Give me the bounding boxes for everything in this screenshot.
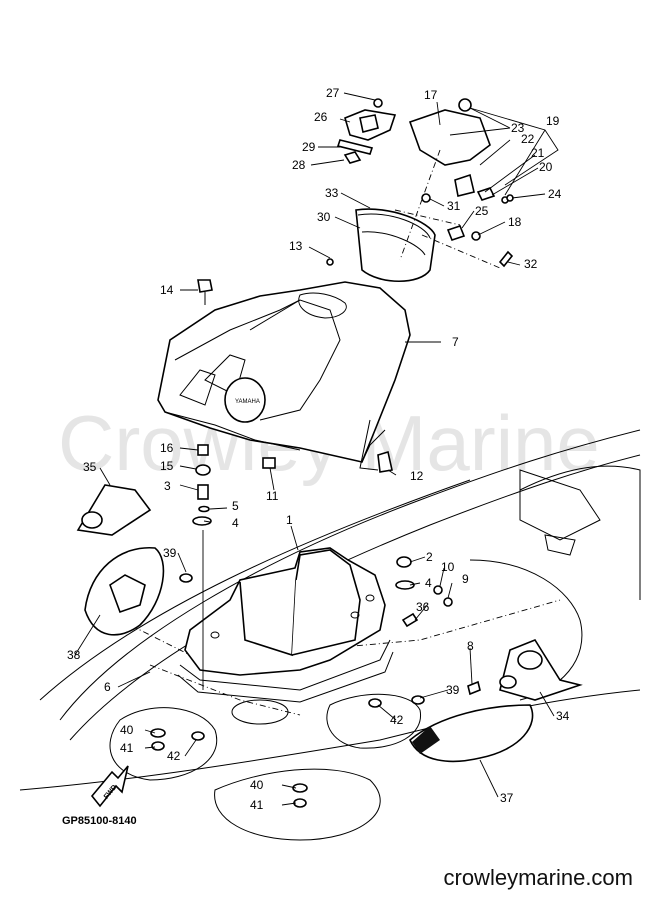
drawing-code: GP85100-8140 (62, 815, 137, 827)
callout-30: 30 (317, 210, 331, 224)
callout-33: 33 (325, 186, 339, 200)
callout-24: 24 (548, 187, 562, 201)
callout-17: 17 (424, 88, 438, 102)
callout-7: 7 (452, 335, 459, 349)
callout-3: 3 (164, 479, 171, 493)
callout-25: 25 (475, 204, 489, 218)
callout-2: 2 (426, 550, 433, 564)
callout-42b: 42 (390, 713, 404, 727)
callout-19: 19 (546, 114, 560, 128)
callout-40a: 40 (120, 723, 134, 737)
leader-lines (74, 92, 559, 806)
hull-deck (19, 429, 641, 841)
callout-12: 12 (410, 469, 424, 483)
callout-22: 22 (521, 132, 535, 146)
callout-35: 35 (83, 460, 97, 474)
callout-14: 14 (160, 283, 174, 297)
top-cap-assembly (326, 98, 514, 283)
part-1-cover (177, 547, 394, 703)
callout-10: 10 (441, 560, 455, 574)
callout-34: 34 (556, 709, 570, 723)
callout-20: 20 (539, 160, 553, 174)
callout-42a: 42 (167, 749, 181, 763)
callout-5: 5 (232, 499, 239, 513)
callout-13: 13 (289, 239, 303, 253)
callout-39a: 39 (163, 546, 177, 560)
callout-37: 37 (500, 791, 514, 805)
callout-31: 31 (447, 199, 461, 213)
callout-11: 11 (266, 489, 279, 503)
callout-36: 36 (416, 600, 430, 614)
callout-26: 26 (314, 110, 328, 124)
callout-4b: 4 (425, 576, 432, 590)
callout-1: 1 (286, 513, 293, 527)
yamaha-logo: YAMAHA (235, 399, 260, 405)
callout-41a: 41 (120, 741, 134, 755)
callout-28: 28 (292, 158, 306, 172)
callout-40b: 40 (250, 778, 264, 792)
callout-18: 18 (508, 215, 522, 229)
callout-29: 29 (302, 140, 316, 154)
callout-21: 21 (531, 146, 545, 160)
fwd-arrow: FWD (90, 765, 129, 808)
callout-32: 32 (524, 257, 538, 271)
part-7-hatch: YAMAHA (157, 281, 411, 471)
callout-6: 6 (104, 680, 111, 694)
callout-38: 38 (67, 648, 81, 662)
callout-23: 23 (511, 121, 525, 135)
footer-url[interactable]: crowleymarine.com (443, 865, 634, 890)
callout-27: 27 (326, 86, 340, 100)
callout-16: 16 (160, 441, 174, 455)
side-vent-parts (76, 484, 583, 763)
callout-15: 15 (160, 459, 174, 473)
callout-labels: 1 2 3 4 4 5 6 7 8 9 10 11 12 13 14 15 16… (67, 86, 570, 812)
callout-41b: 41 (250, 798, 264, 812)
callout-8: 8 (467, 639, 474, 653)
callout-39b: 39 (446, 683, 460, 697)
callout-4a: 4 (232, 516, 239, 530)
callout-9: 9 (462, 572, 469, 586)
